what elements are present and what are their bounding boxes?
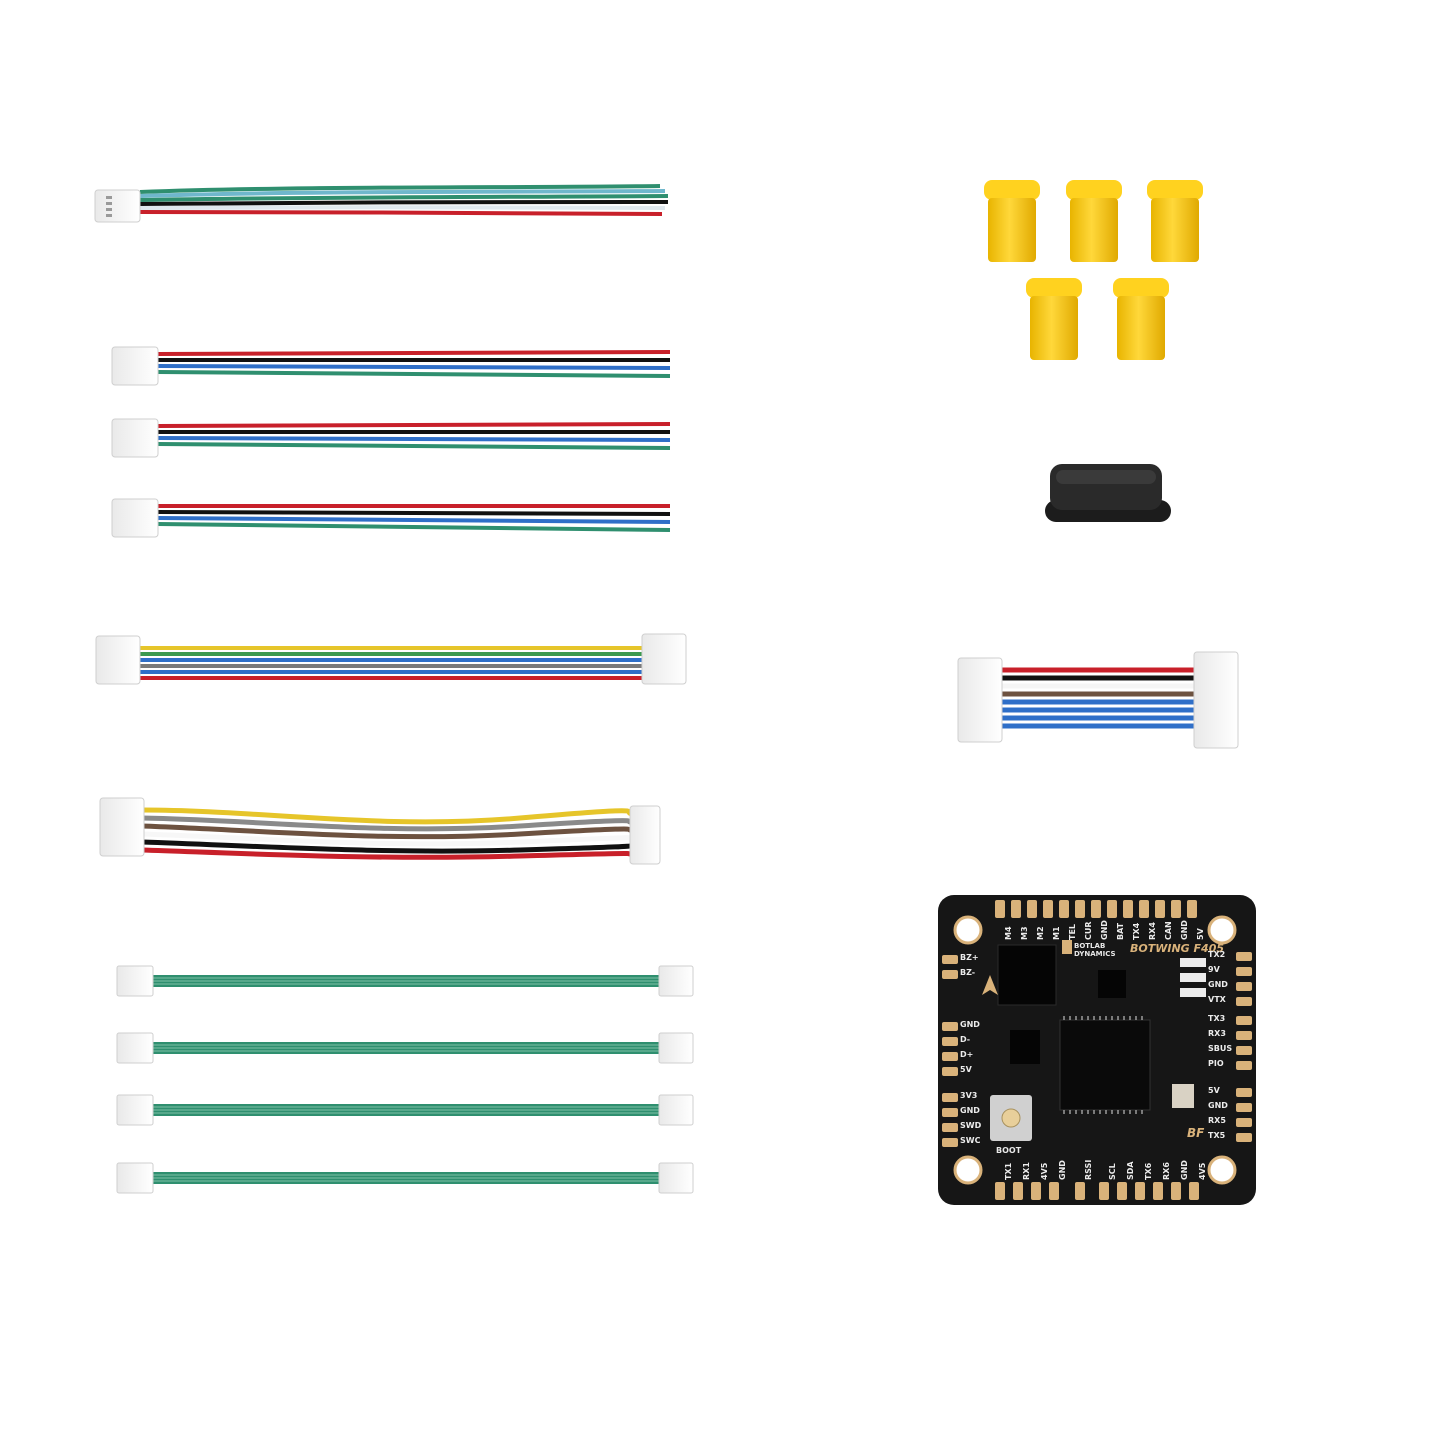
bottom-pad-label: TX1 [1004,1162,1013,1180]
bottom-pad-label: RSSI [1084,1159,1093,1180]
top-pad-label: GND [1180,920,1189,940]
top-pad-label: M3 [1020,926,1029,940]
top-pads [995,900,1197,918]
left-pad-label: BZ- [960,968,976,977]
board-bf-mark: BF [1187,1126,1205,1140]
right-pad-label: PIO [1208,1059,1224,1068]
bottom-pad-label: SDA [1126,1161,1135,1180]
cable-green-jumper-1 [116,965,694,997]
cable-6pin-open [94,184,669,223]
damper-5 [1113,278,1169,360]
left-pad-label: SWC [960,1136,981,1145]
bottom-pads [995,1182,1199,1200]
bottom-pad-label: SCL [1108,1163,1117,1180]
usb-c-dust-plug-icon [1045,464,1171,522]
cable-green-jumper-2 [116,1032,694,1064]
top-pad-label: CUR [1084,921,1093,940]
right-pad-label: GND [1208,1101,1228,1110]
boot-label: BOOT [996,1146,1022,1155]
bottom-pad-label: RX1 [1022,1162,1031,1180]
board-brand: BOTLAB DYNAMICS [1074,942,1116,958]
left-pad-label: 5V [960,1065,972,1074]
right-pad-label: TX5 [1208,1131,1226,1140]
bottom-pad-label: 4V5 [1040,1162,1049,1180]
left-pad-label: D- [960,1035,971,1044]
top-pad-label: GND [1100,920,1109,940]
board-model: BOTWING F405 [1130,942,1225,955]
top-pad-label: M2 [1036,926,1045,940]
cable-4pin-open-1 [111,346,671,386]
left-pad-label: BZ+ [960,953,979,962]
damper-2 [1066,180,1122,262]
bottom-pad-label: 4V5 [1198,1162,1207,1180]
bottom-pad-label: RX6 [1162,1162,1171,1180]
top-pad-label: TEL [1068,923,1077,940]
left-pad-label: D+ [960,1050,974,1059]
top-pad-label: M1 [1052,926,1061,940]
bottom-pad-label: GND [1058,1160,1067,1180]
top-pad-label: TX4 [1132,922,1141,940]
top-pad-label: CAN [1164,921,1173,940]
left-pad-label: GND [960,1106,980,1115]
damper-3 [1147,180,1203,262]
cable-6pin-rainbow [95,633,687,685]
right-pad-label: VTX [1208,995,1226,1004]
top-pad-label: BAT [1116,922,1125,940]
right-pad-label: RX5 [1208,1116,1226,1125]
cable-green-jumper-3 [116,1094,694,1126]
damper-1 [984,180,1040,262]
flight-controller-board [938,895,1256,1205]
cable-4pin-open-3 [111,498,671,538]
damper-4 [1026,278,1082,360]
bottom-pad-label: TX6 [1144,1162,1153,1180]
damper-set [984,180,1203,360]
right-pad-label: SBUS [1208,1044,1233,1053]
right-pad-label: GND [1208,980,1228,989]
top-pad-label: M4 [1004,926,1013,940]
right-pads [1236,952,1252,1142]
left-pad-label: GND [960,1020,980,1029]
bottom-pad-label: GND [1180,1160,1189,1180]
right-pad-label: 9V [1208,965,1220,974]
right-pad-label: TX2 [1208,950,1226,959]
left-pads [942,955,958,1147]
cable-6pin-wavy [99,797,661,865]
left-pad-label: SWD [960,1121,982,1130]
top-pad-label: 5V [1196,928,1205,940]
top-pad-label: RX4 [1148,922,1157,940]
right-pad-label: 5V [1208,1086,1220,1095]
cable-4pin-open-2 [111,418,671,458]
right-pad-label: TX3 [1208,1014,1226,1023]
right-pad-label: RX3 [1208,1029,1226,1038]
left-pad-label: 3V3 [960,1091,978,1100]
cable-8pin-short [957,651,1239,749]
cable-green-jumper-4 [116,1162,694,1194]
